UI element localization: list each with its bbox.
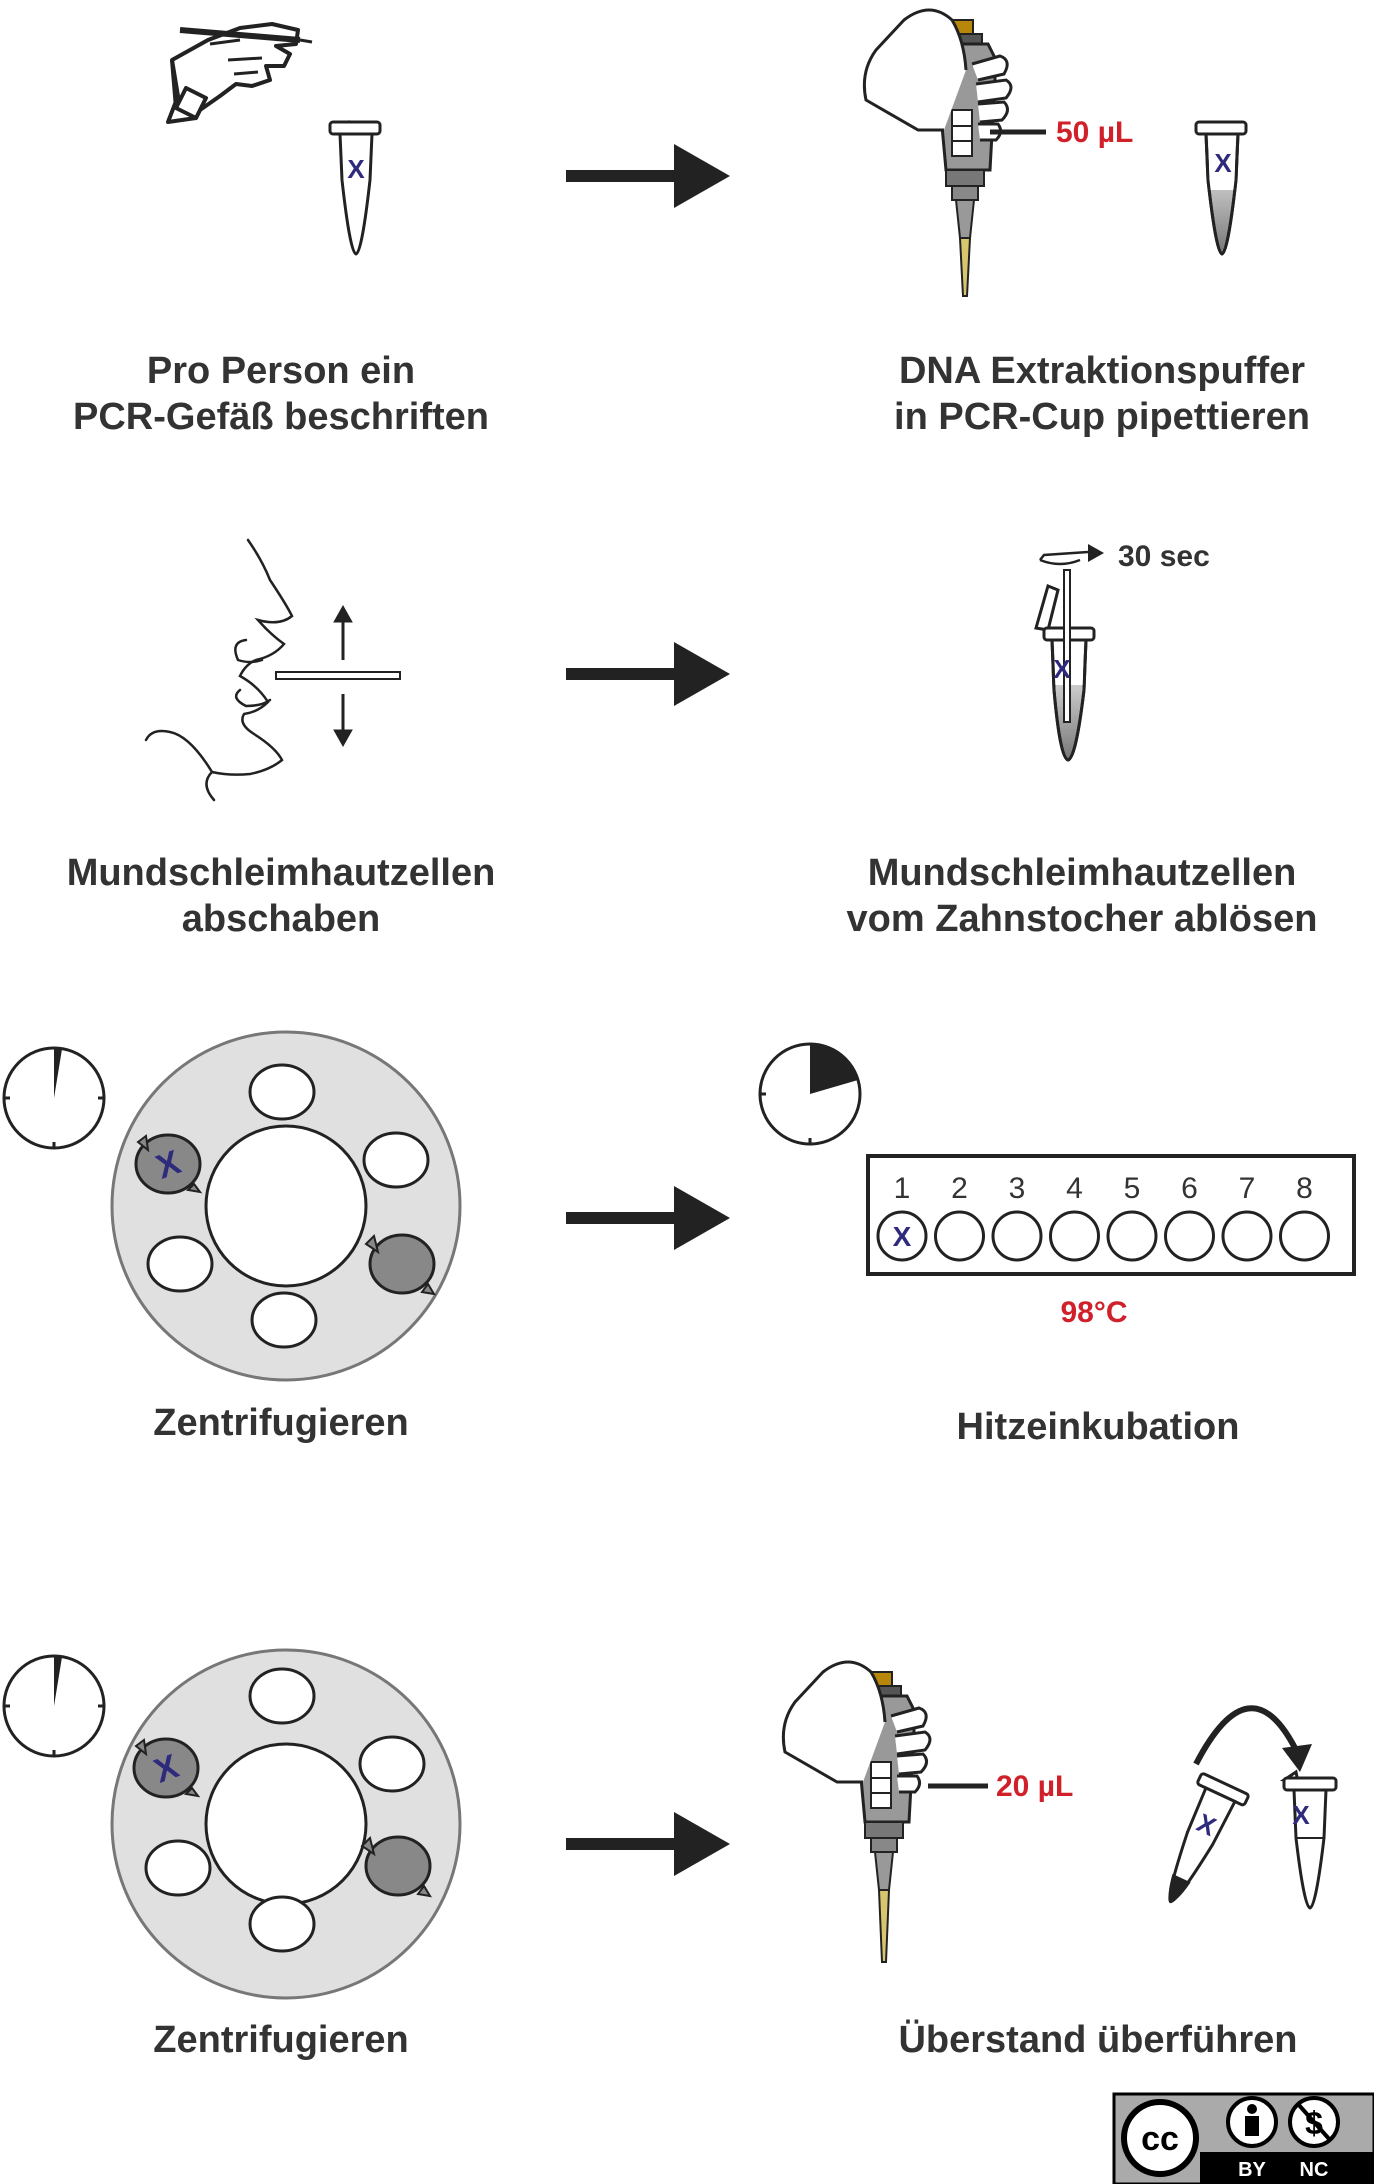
tube-mark-label: X: [347, 154, 365, 184]
thermocycler-block: 1 2 3 4 5 6 7 8 X 98°C: [866, 1154, 1356, 1329]
well-circle: [1106, 1210, 1158, 1262]
well-mark-label: X: [893, 1221, 912, 1252]
destination-tube-icon: X: [1279, 1769, 1338, 1910]
well-circle: [1221, 1210, 1273, 1262]
well-circle: [991, 1210, 1043, 1262]
well-number-label: 8: [1296, 1172, 1313, 1205]
step-caption-pipette-buffer: DNA Extraktionspuffer in PCR-Cup pipetti…: [802, 348, 1374, 440]
nc-label: NC: [1300, 2159, 1329, 2181]
centrifuge-rotor-icon: X: [110, 1648, 462, 2000]
pipette-icon: [862, 8, 1013, 297]
pipette-icon: [781, 1660, 932, 1963]
by-label: BY: [1238, 2159, 1266, 2181]
step-caption-label-tube: Pro Person ein PCR-Gefäß beschriften: [0, 348, 581, 440]
well-circle: [934, 1210, 985, 1262]
up-down-arrows-icon: [333, 604, 353, 748]
step-caption-scrape-cells: Mundschleimhautzellen abschaben: [0, 850, 581, 942]
pcr-tube-icon: X: [328, 120, 382, 256]
caption-line: Pro Person ein: [146, 350, 416, 392]
volume-label: 50 µL: [1056, 116, 1133, 149]
writing-hand-icon: [166, 22, 313, 124]
caption-line: vom Zahnstocher ablösen: [846, 898, 1318, 940]
arrow-right-icon: [566, 1186, 730, 1250]
well-number-label: 7: [1239, 1172, 1256, 1205]
well-circle: [1049, 1210, 1100, 1262]
well-circle: [1279, 1210, 1330, 1262]
caption-line: Zentrifugieren: [153, 1402, 409, 1444]
caption-line: abschaben: [181, 898, 381, 940]
toothpick-icon: [275, 671, 401, 680]
pcr-tube-filled-icon: X: [1194, 120, 1248, 256]
caption-line: Überstand überführen: [898, 2019, 1298, 2061]
temperature-label: 98°C: [1060, 1296, 1127, 1329]
cc-license-badge: cc $ BY NC: [1112, 2092, 1374, 2184]
step-caption-detach-cells: Mundschleimhautzellen vom Zahnstocher ab…: [782, 850, 1374, 942]
arrow-right-icon: [566, 144, 730, 208]
well-number-label: 3: [1009, 1172, 1026, 1205]
well-circle: [876, 1210, 928, 1262]
face-profile-icon: [144, 538, 294, 802]
caption-line: Hitzeinkubation: [956, 1406, 1240, 1448]
volume-label: 20 µL: [996, 1770, 1073, 1803]
step-caption-centrifuge-2: Zentrifugieren: [0, 2017, 581, 2063]
curved-arrow-icon: [1193, 1705, 1312, 1772]
tube-mark-label: X: [1292, 1800, 1310, 1830]
duration-label: 30 sec: [1118, 540, 1210, 573]
well-number-label: 2: [951, 1172, 968, 1205]
tube-with-toothpick-icon: 30 sec X: [1034, 540, 1210, 762]
timer-icon: [2, 1654, 106, 1758]
well-number-label: 4: [1066, 1172, 1083, 1205]
caption-line: Mundschleimhautzellen: [66, 852, 496, 894]
arrow-right-icon: [566, 642, 730, 706]
attribution-icon: [1226, 2096, 1278, 2148]
arrow-right-icon: [566, 1812, 730, 1876]
noncommercial-icon: $: [1288, 2096, 1340, 2148]
caption-line: PCR-Gefäß beschriften: [73, 396, 489, 438]
cc-label: cc: [1141, 2120, 1179, 2158]
timer-icon: [2, 1046, 106, 1150]
tube-mark-label: X: [1214, 148, 1232, 178]
well-number-label: 6: [1181, 1172, 1198, 1205]
step-caption-transfer-supernatant: Überstand überführen: [798, 2017, 1374, 2063]
well-number-label: 5: [1124, 1172, 1141, 1205]
timer-icon: [758, 1042, 862, 1146]
well-number-label: 1: [894, 1172, 911, 1205]
centrifuge-rotor-icon: X: [110, 1030, 462, 1382]
step-caption-centrifuge-1: Zentrifugieren: [0, 1400, 581, 1446]
caption-line: in PCR-Cup pipettieren: [894, 396, 1310, 438]
caption-line: Zentrifugieren: [153, 2019, 409, 2061]
well-circle: [1164, 1210, 1215, 1262]
caption-line: Mundschleimhautzellen: [867, 852, 1297, 894]
step-caption-heat-incubation: Hitzeinkubation: [798, 1404, 1374, 1450]
caption-line: DNA Extraktionspuffer: [898, 350, 1306, 392]
tube-mark-label: X: [1053, 654, 1071, 684]
source-tube-icon: X: [1168, 1772, 1250, 1904]
